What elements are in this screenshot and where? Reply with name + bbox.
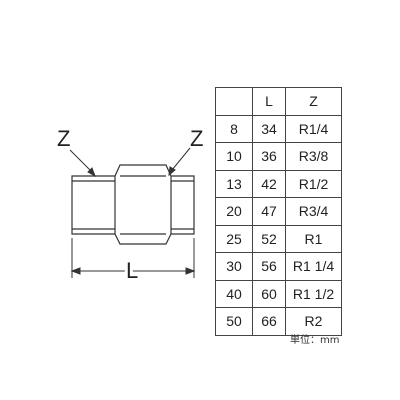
cell-thread: R1 xyxy=(285,224,342,253)
cell-thread: R2 xyxy=(285,307,342,336)
cell-thread: R3/8 xyxy=(285,142,342,171)
leader-left xyxy=(69,149,93,173)
cell-size: 30 xyxy=(215,252,253,281)
fitting-body xyxy=(71,164,195,245)
header-thread: Z xyxy=(285,87,342,116)
length-label: L xyxy=(126,258,138,283)
cell-thread: R1 1/4 xyxy=(285,252,342,281)
cell-size: 8 xyxy=(215,114,253,143)
cell-thread: R1 1/2 xyxy=(285,279,342,308)
cell-length: 36 xyxy=(252,142,286,171)
cell-length: 60 xyxy=(252,279,286,308)
thread-label-left: Z xyxy=(57,126,70,151)
cell-size: 50 xyxy=(215,307,253,336)
leader-left-arrow xyxy=(87,167,96,178)
dimension-arrow-left xyxy=(70,267,81,275)
fitting-outline xyxy=(71,164,195,245)
cell-size: 10 xyxy=(215,142,253,171)
cell-length: 66 xyxy=(252,307,286,336)
cell-size: 20 xyxy=(215,197,253,226)
cell-length: 47 xyxy=(252,197,286,226)
thread-label-right: Z xyxy=(190,126,203,151)
dimension-arrow-right xyxy=(185,267,196,275)
cell-length: 34 xyxy=(252,114,286,143)
cell-size: 13 xyxy=(215,169,253,198)
cell-size: 25 xyxy=(215,224,253,253)
header-size xyxy=(215,87,253,116)
table-header-row: L Z xyxy=(215,87,342,116)
cell-size: 40 xyxy=(215,279,253,308)
cell-length: 56 xyxy=(252,252,286,281)
unit-note: 単位：mm xyxy=(290,335,340,346)
cell-thread: R1/2 xyxy=(285,169,342,198)
cell-length: 52 xyxy=(252,224,286,253)
length-dimension xyxy=(70,238,196,278)
cell-length: 42 xyxy=(252,169,286,198)
leader-right xyxy=(171,147,191,171)
cell-thread: R3/4 xyxy=(285,197,342,226)
cell-thread: R1/4 xyxy=(285,114,342,143)
header-length: L xyxy=(252,87,286,116)
leader-right-arrow xyxy=(168,166,176,177)
leader-lines xyxy=(69,147,191,178)
